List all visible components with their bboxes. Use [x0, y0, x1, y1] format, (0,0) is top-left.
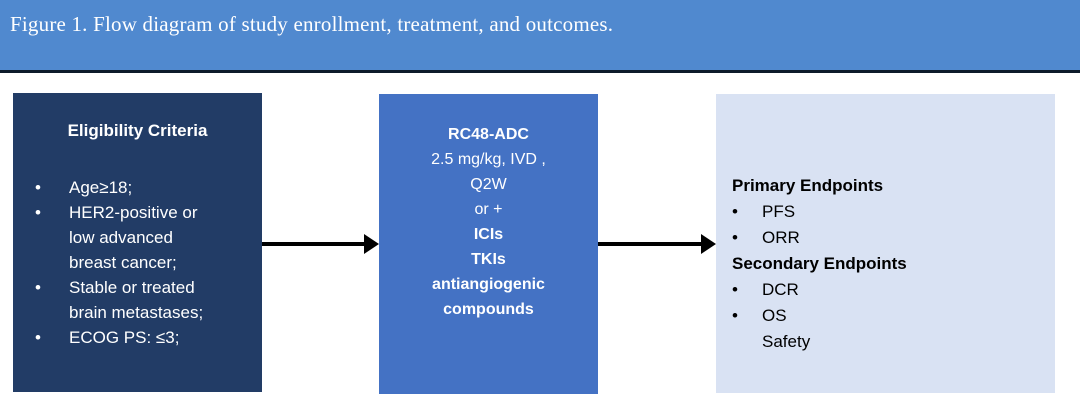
- treatment-box: RC48-ADC 2.5 mg/kg, IVD , Q2W or + ICIs …: [379, 94, 598, 394]
- endpoint-item-text: DCR: [762, 280, 799, 299]
- caption-divider-rule: [0, 70, 1080, 73]
- bullet-glyph: •: [732, 202, 738, 221]
- flow-diagram-canvas: Eligibility Criteria • Age≥18; • HER2-po…: [0, 73, 1080, 400]
- list-item: • HER2-positive or low advanced breast c…: [35, 200, 255, 275]
- treatment-line: antiangiogenic: [432, 276, 545, 293]
- list-item: • OS: [732, 303, 1042, 329]
- treatment-line: 2.5 mg/kg, IVD ,: [431, 151, 546, 168]
- treatment-line: TKIs: [471, 251, 506, 268]
- treatment-line: ICIs: [473, 226, 504, 243]
- list-item: • Stable or treated brain metastases;: [35, 275, 255, 325]
- figure-caption-text: Figure 1. Flow diagram of study enrollme…: [10, 12, 614, 36]
- list-item: • ECOG PS: ≤3;: [35, 325, 255, 350]
- primary-endpoints-heading: Primary Endpoints: [732, 176, 884, 195]
- eligibility-item-text: Age≥18;: [69, 178, 133, 197]
- treatment-line: compounds: [443, 301, 534, 318]
- endpoints-box: Primary Endpoints • PFS • ORR Secondary …: [716, 94, 1055, 393]
- arrow-right-icon-eligibility-to-treatment: [262, 234, 379, 254]
- bullet-glyph: •: [35, 178, 41, 197]
- eligibility-item-text: Stable or treated brain metastases;: [69, 278, 204, 322]
- eligibility-title: Eligibility Criteria: [67, 121, 208, 140]
- treatment-line: RC48-ADC: [448, 126, 529, 143]
- secondary-endpoints-heading: Secondary Endpoints: [732, 254, 907, 273]
- bullet-glyph: •: [35, 203, 41, 222]
- endpoints-list: Primary Endpoints • PFS • ORR Secondary …: [732, 173, 1042, 355]
- arrow-shaft: [262, 242, 366, 246]
- bullet-glyph: •: [732, 228, 738, 247]
- arrow-right-icon-treatment-to-endpoints: [598, 234, 716, 254]
- bullet-glyph: •: [732, 280, 738, 299]
- endpoint-item-text: Safety: [762, 332, 811, 351]
- bullet-glyph: •: [35, 328, 41, 347]
- list-item: • DCR: [732, 277, 1042, 303]
- list-item: • ORR: [732, 225, 1042, 251]
- eligibility-criteria-list: • Age≥18; • HER2-positive or low advance…: [35, 175, 255, 350]
- list-item: • PFS: [732, 199, 1042, 225]
- arrow-head: [701, 234, 716, 254]
- treatment-line: Q2W: [470, 176, 507, 193]
- eligibility-item-text: ECOG PS: ≤3;: [69, 328, 180, 347]
- eligibility-item-text: HER2-positive or low advanced breast can…: [69, 203, 198, 272]
- bullet-glyph: •: [35, 278, 41, 297]
- endpoint-item-text: ORR: [762, 228, 800, 247]
- arrow-shaft: [598, 242, 703, 246]
- endpoint-item-text: OS: [762, 306, 787, 325]
- endpoint-item-text: PFS: [762, 202, 796, 221]
- list-item: Safety: [732, 329, 1042, 355]
- treatment-lines: RC48-ADC 2.5 mg/kg, IVD , Q2W or + ICIs …: [379, 122, 598, 322]
- treatment-line: or +: [474, 201, 503, 218]
- bullet-glyph: •: [732, 306, 738, 325]
- arrow-head: [364, 234, 379, 254]
- figure-caption-bar: [0, 0, 1080, 70]
- eligibility-criteria-box: Eligibility Criteria • Age≥18; • HER2-po…: [13, 93, 262, 392]
- list-item: • Age≥18;: [35, 175, 255, 200]
